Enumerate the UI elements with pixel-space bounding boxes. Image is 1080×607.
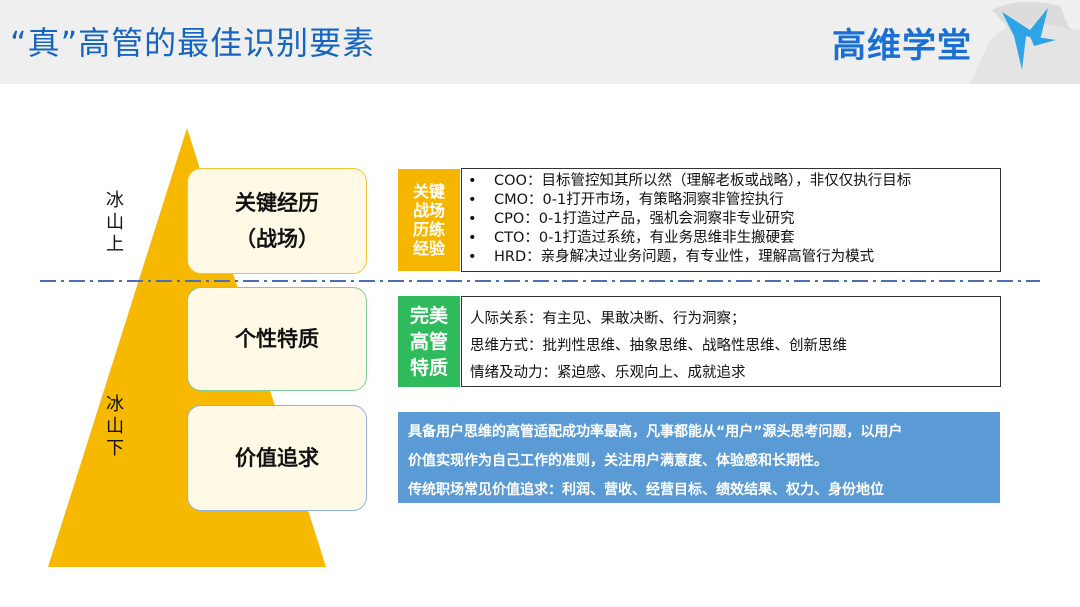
values-line: 价值实现作为自己工作的准则，关注用户满意度、体验感和长期性。 xyxy=(408,453,828,469)
list-item: •CPO：0-1打造过产品，强机会洞察非专业研究 xyxy=(468,211,795,227)
below-water-label: 冰 山 下 xyxy=(106,394,124,459)
layer-personality-traits: 个性特质 xyxy=(187,287,367,391)
layer-value-pursuit: 价值追求 xyxy=(187,405,367,511)
layer-key-experience: 关键经历 （战场） xyxy=(187,168,367,274)
list-item: •HRD：亲身解决过业务问题，有专业性，理解高管行为模式 xyxy=(468,249,875,265)
list-item: 情绪及动力：紧迫感、乐观向上、成就追求 xyxy=(470,365,746,381)
traits-list: 人际关系：有主见、果敢决断、行为洞察； 思维方式：批判性思维、抽象思维、战略性思… xyxy=(461,296,1001,387)
brand-logo-text: 高维学堂 xyxy=(832,26,972,66)
experience-list: •COO：目标管控知其所以然（理解老板或战略），非仅仅执行目标 •CMO：0-1… xyxy=(461,168,1001,272)
list-item: •COO：目标管控知其所以然（理解老板或战略），非仅仅执行目标 xyxy=(468,173,912,189)
values-description: 具备用户思维的高管适配成功率最高，凡事都能从“用户”源头思考问题，以用户 价值实… xyxy=(398,412,1000,503)
list-item: •CMO：0-1打开市场，有策略洞察非管控执行 xyxy=(468,192,784,208)
list-item: •CTO：0-1打造过系统，有业务思维非生搬硬套 xyxy=(468,230,795,246)
page-title: “真”高管的最佳识别要素 xyxy=(10,24,376,62)
list-item: 思维方式：批判性思维、抽象思维、战略性思维、创新思维 xyxy=(470,338,847,354)
brand-mascot-icon xyxy=(970,1,1080,84)
tag-perfect-executive-traits: 完美 高管 特质 xyxy=(398,296,460,387)
header-bar xyxy=(0,0,1080,84)
values-line: 具备用户思维的高管适配成功率最高，凡事都能从“用户”源头思考问题，以用户 xyxy=(408,424,903,440)
list-item: 人际关系：有主见、果敢决断、行为洞察； xyxy=(470,311,746,327)
tag-key-experience: 关键 战场 历练 经验 xyxy=(398,169,460,271)
above-water-label: 冰 山 上 xyxy=(106,190,124,255)
values-line: 传统职场常见价值追求：利润、营收、经营目标、绩效结果、权力、身份地位 xyxy=(408,482,884,498)
